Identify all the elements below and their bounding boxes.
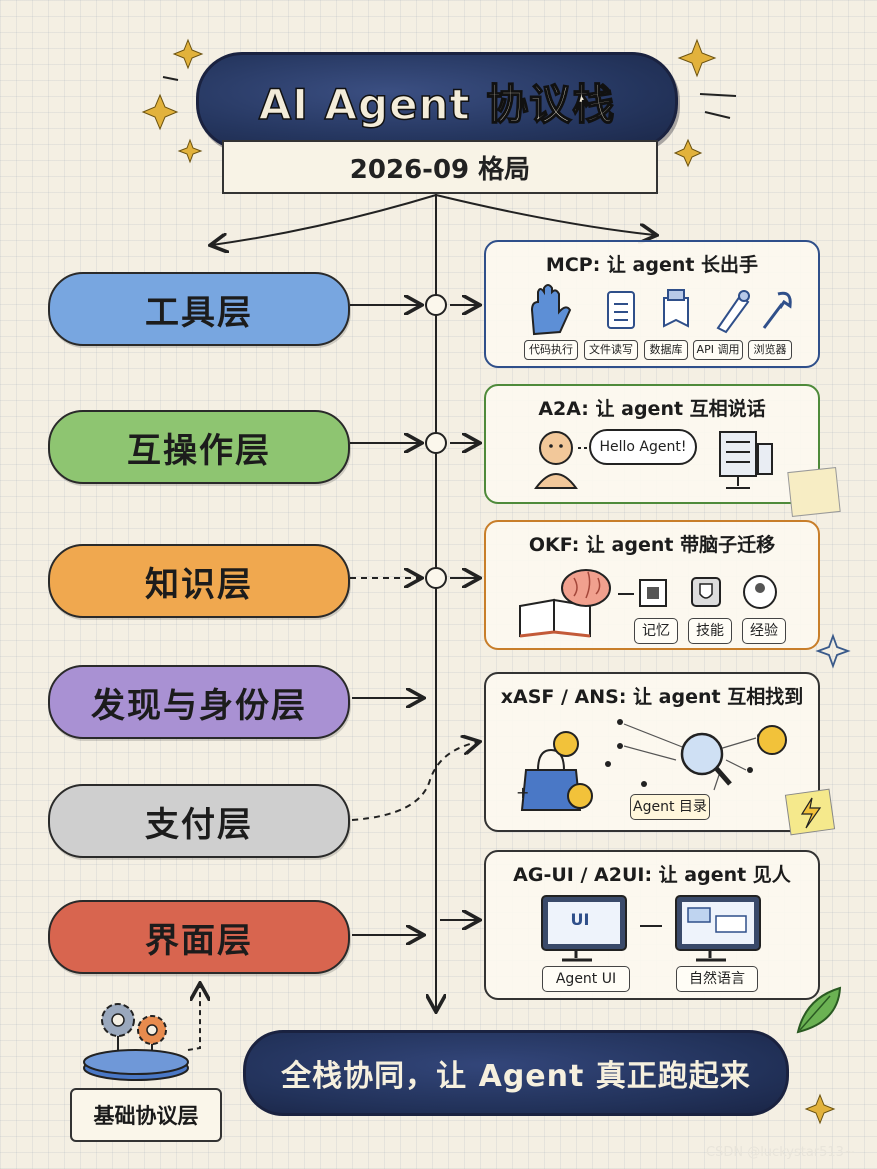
shield-icon [691,577,721,607]
card-title: xASF / ANS: 让 agent 互相找到 [500,686,804,708]
speech-bubble-text: Hello Agent! [599,439,687,455]
monitor-icon [541,895,627,962]
layer-label: 支付层 [145,804,253,845]
tag-agent-ui: Agent UI [542,966,630,992]
watermark: CSDN @luckystar513~ [706,1145,855,1160]
layer-label: 发现与身份层 [91,685,307,726]
layer-tools: 工具层 [48,272,350,346]
page-subtitle: 2026-09 格局 [349,154,531,185]
api-icon [716,290,750,334]
layer-label: 界面层 [145,920,253,961]
tag-memory: 记忆 [634,618,678,644]
layer-label: 知识层 [145,564,253,605]
mcp-icons [530,284,792,336]
card-a2a: A2A: 让 agent 互相说话 Hello Agent! [484,384,820,504]
card-xasf: xASF / ANS: 让 agent 互相找到 + Agent 目录 [484,672,820,832]
title-banner: AI Agent 协议栈 [196,52,678,150]
svg-text:+: + [516,783,529,802]
tag-code-exec: 代码执行 [524,340,578,360]
card-title: MCP: 让 agent 长出手 [545,254,759,276]
database-icon [663,289,689,328]
card-title: OKF: 让 agent 带脑子迁移 [528,534,776,556]
bag-icon [520,748,582,811]
xasf-illustration: + [516,719,787,811]
coin-icon [553,725,787,809]
tag-file-rw: 文件读写 [584,340,638,360]
document-icon [607,291,635,329]
a2a-illustration [534,429,773,489]
location-icon [743,575,777,609]
tag-natural-language: 自然语言 [676,966,758,992]
layer-interface: 界面层 [48,900,350,974]
layer-payment: 支付层 [48,784,350,858]
tag-api-call: API 调用 [693,340,743,360]
tag-browser: 浏览器 [748,340,792,360]
tag-agent-directory: Agent 目录 [630,794,710,820]
page-title: AI Agent 协议栈 [258,79,616,130]
card-title: A2A: 让 agent 互相说话 [538,398,766,420]
agui-illustration [541,895,761,962]
base-protocol-layer: 基础协议层 [70,1088,222,1142]
layer-interop: 互操作层 [48,410,350,484]
subtitle-box: 2026-09 格局 [222,140,658,194]
wrench-icon [762,291,792,329]
card-okf: OKF: 让 agent 带脑子迁移 记忆 技能 经验 [484,520,820,650]
okf-illustration [519,569,777,638]
layer-knowledge: 知识层 [48,544,350,618]
server-icon [719,431,773,489]
tag-experience: 经验 [742,618,786,644]
hand-icon [530,284,572,336]
layer-discovery-identity: 发现与身份层 [48,665,350,739]
layer-label: 互操作层 [127,430,271,471]
screen-text: UI [570,910,590,929]
brain-icon [561,569,611,607]
chip-icon [639,579,667,607]
footer-banner: 全栈协同，让 Agent 真正跑起来 [243,1030,789,1116]
card-mcp: MCP: 让 agent 长出手 代码执行 文件读写 数据库 API 调用 浏览… [484,240,820,368]
card-title: AG-UI / A2UI: 让 agent 见人 [513,864,791,886]
book-icon [519,598,591,638]
footer-text: 全栈协同，让 Agent 真正跑起来 [281,1059,751,1094]
magnifier-icon [680,732,732,786]
card-agui: AG-UI / A2UI: 让 agent 见人 UI Agent UI 自然语… [484,850,820,1000]
tag-database: 数据库 [644,340,688,360]
person-icon [534,431,578,489]
layer-label: 工具层 [145,292,253,333]
tag-skills: 技能 [688,618,732,644]
monitor-icon [675,895,761,962]
